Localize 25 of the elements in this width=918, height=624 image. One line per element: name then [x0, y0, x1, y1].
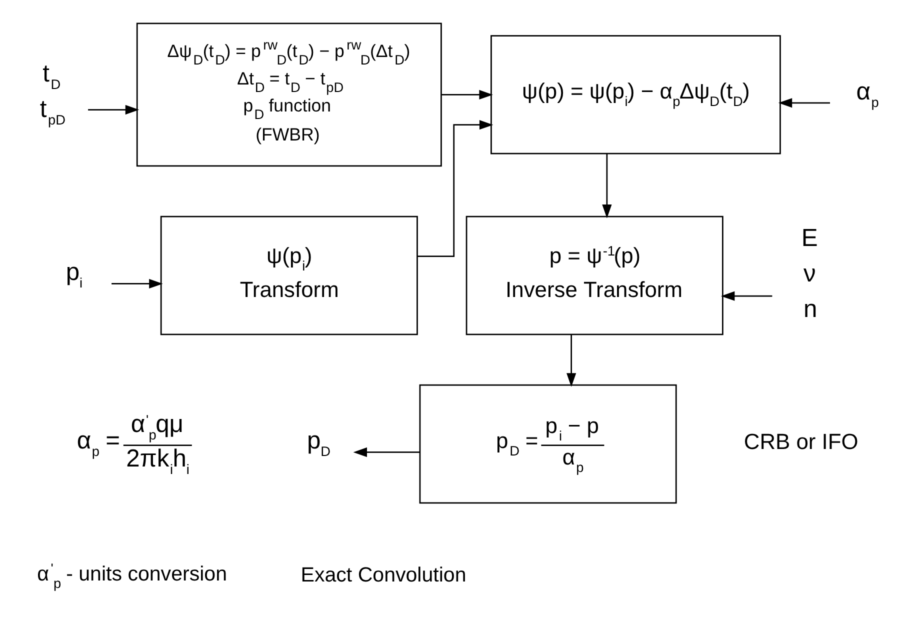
arrow [720, 290, 772, 300]
arrow [353, 446, 420, 457]
node-text: t$_{D}$ t$_{pD}$ [40, 60, 66, 128]
arrow [566, 334, 576, 386]
node-text: p$_{D}$ [306, 427, 331, 459]
node-box: p$_{D}$ = p$_{i}$ − p α$_{p}$ [419, 384, 677, 504]
node-box: ψ(p) = ψ(p$_{i}$) − α$_{p}$Δψ$_{D}$(t$_{D}$) [490, 34, 781, 154]
node-text: E ν n [801, 224, 818, 323]
node-text: α$_{p}$ [856, 78, 879, 110]
label: Exact Convolution [300, 563, 466, 586]
label: CRB or IFO [744, 428, 858, 454]
label: α$^{'}$$_{p}$qμ [130, 410, 184, 442]
arrow [778, 98, 830, 108]
arrow [602, 153, 612, 218]
arrow [417, 120, 494, 257]
label: α$_{p}$ = [76, 427, 120, 459]
label: 2πk$_{i}$h$_{i}$ [126, 444, 190, 476]
arrow [88, 104, 140, 114]
label: α$^{'}$$_{p}$ - units conversion [37, 560, 228, 590]
arrow [442, 89, 493, 99]
node-box: ψ(p$_{i}$) Transform [160, 215, 418, 335]
arrow [112, 278, 163, 288]
node-text: p$_{i}$ [66, 258, 83, 290]
node-box: p = ψ$^{-1}$(p) Inverse Transform [466, 215, 724, 335]
node-box: Δψ$_{D}$(t$_{D}$) = p$^{rw}$$_{D}$(t$_{D}$) − p$^{rw}$$_{D}$(Δt$_{D}$) Δt$_{D}$ = t$_{D}$ − t$_{pD}$ p$_{D}$ function (FWBR) [136, 22, 442, 166]
